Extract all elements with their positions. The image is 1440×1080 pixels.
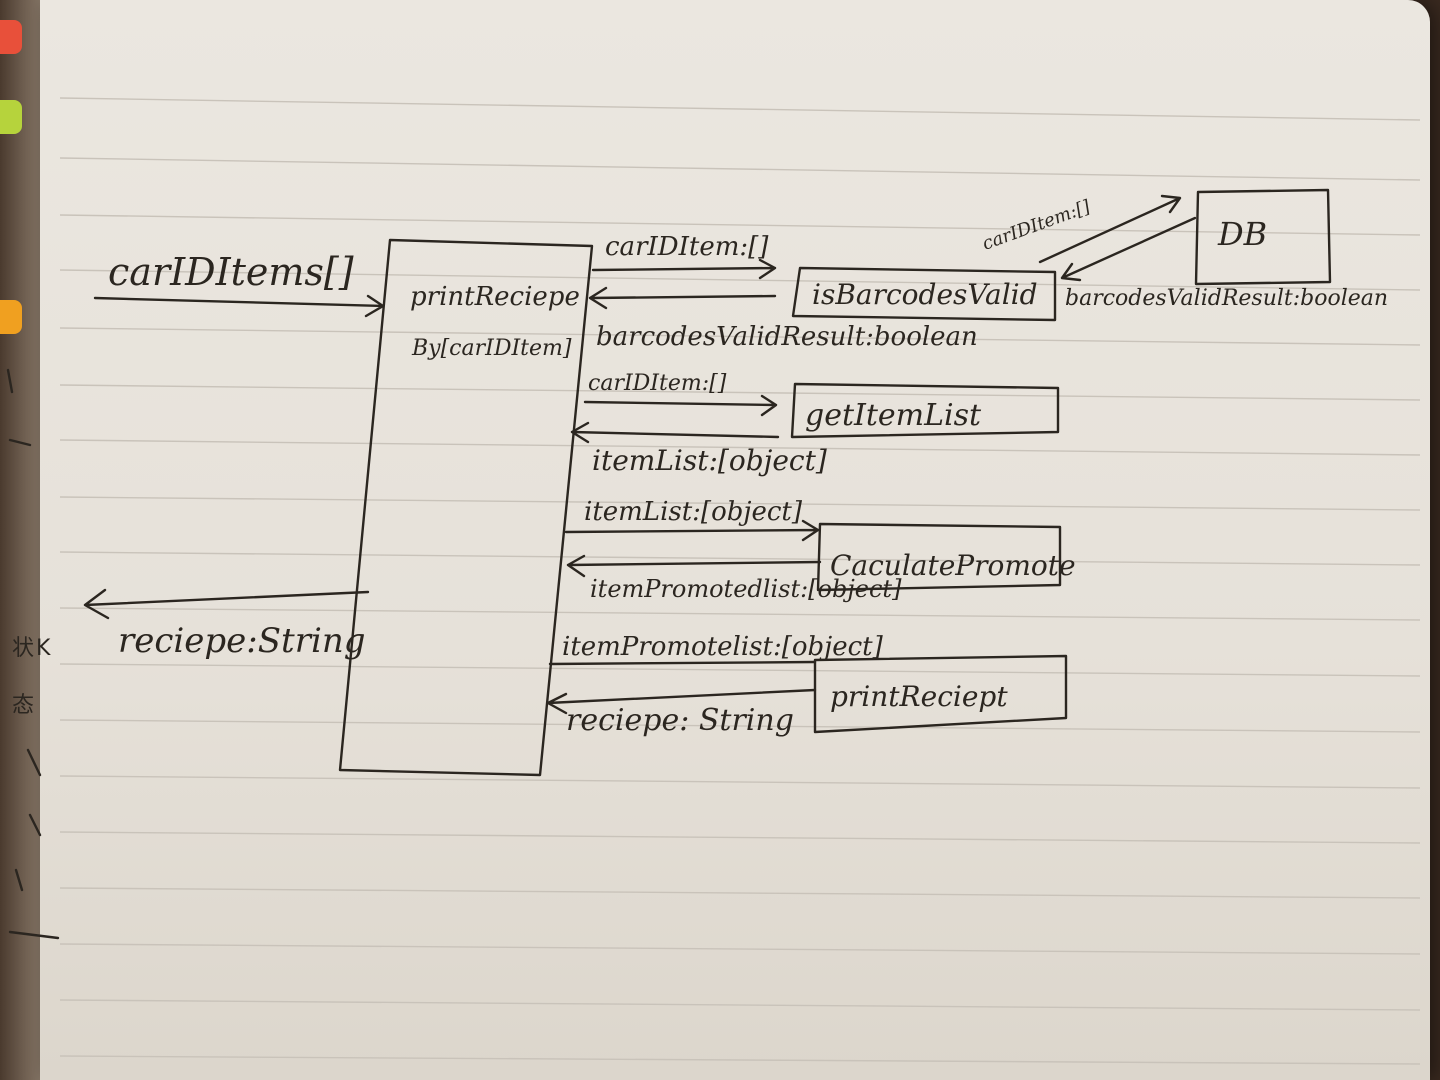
margin-char-3: 态 (12, 693, 34, 718)
main-box (338, 238, 594, 777)
notebook-page (40, 0, 1430, 1080)
call-arrow-4 (548, 660, 817, 666)
call-arrow-2 (583, 394, 778, 417)
return-arrow-4 (546, 688, 817, 715)
sticky-tab-red (0, 20, 22, 54)
call-label-3: itemList:[object] (584, 497, 803, 527)
call-label-2: carIDItem:[] (588, 371, 727, 396)
return-label-4: reciepe: String (566, 703, 794, 738)
return-arrow-3 (566, 554, 822, 578)
return-label-3: itemPromotedlist:[object] (590, 575, 902, 603)
function-name-4: printReciept (830, 680, 1008, 713)
call-label-1: carIDItem:[] (605, 232, 769, 262)
db-label: DB (1217, 215, 1267, 253)
return-arrow-1 (588, 286, 777, 310)
margin-char-2: K (36, 636, 51, 661)
function-name-3: CaculatePromote (830, 549, 1076, 582)
output-label: reciepe:String (118, 621, 366, 661)
db-box (1194, 188, 1332, 286)
db-call-arrow (1038, 194, 1182, 264)
main-box-label-1: printReciepe (410, 282, 580, 312)
return-label-2: itemList:[object] (592, 444, 827, 477)
ruled-lines (59, 97, 1421, 1065)
margin-ticks (6, 368, 60, 940)
sticky-tab-green (0, 100, 22, 134)
function-box-1 (791, 266, 1057, 322)
return-arrow-2 (570, 421, 780, 444)
main-box-label-2: By[carIDItem] (411, 336, 572, 361)
input-arrow (93, 294, 385, 318)
sticky-tab-orange (0, 300, 22, 334)
input-label: carIDItems[] (108, 250, 354, 294)
function-box-3 (816, 522, 1062, 592)
function-name-1: isBarcodesValid (812, 278, 1038, 311)
call-arrow-1 (591, 258, 777, 280)
margin-char-1: 状 (12, 636, 34, 661)
function-box-4 (813, 654, 1068, 734)
call-arrow-3 (564, 519, 820, 542)
output-arrow (83, 588, 370, 620)
db-return-label: barcodesValidResult:boolean (1065, 286, 1388, 311)
return-label-1: barcodesValidResult:boolean (596, 322, 978, 352)
function-box-2 (790, 382, 1060, 439)
call-label-4: itemPromotelist:[object] (562, 632, 884, 662)
db-return-arrow (1060, 216, 1197, 282)
function-name-2: getItemList (805, 398, 982, 433)
